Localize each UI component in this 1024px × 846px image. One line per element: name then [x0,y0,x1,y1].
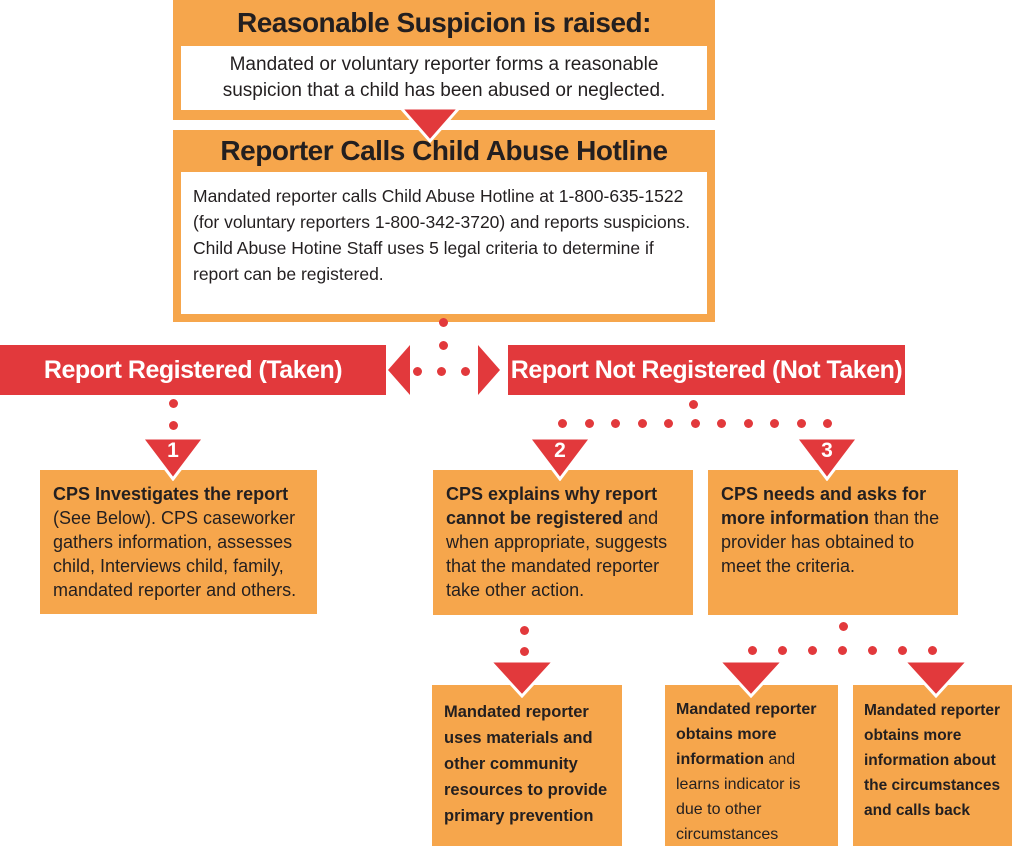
step-3-arrow: 3 [794,436,860,481]
step-2-arrow: 2 [527,436,593,481]
connector-dot [439,341,448,350]
outcome-other-circumstances-card: Mandated reporter obtains more informati… [665,685,838,846]
connector-dot [839,622,848,631]
connector-dot [169,399,178,408]
outcome-prevention-card: Mandated reporter uses materials and oth… [432,685,622,846]
arrow-right-icon [478,345,500,395]
connector-dot [169,421,178,430]
step-2-lead: CPS explains why report cannot be regist… [446,484,658,528]
step-3-lead: CPS needs and asks for more information [721,484,927,528]
hotline-title: Reporter Calls Child Abuse Hotline [220,135,668,166]
hotline-box: Reporter Calls Child Abuse Hotline Manda… [173,130,715,322]
calls-back-arrow [902,659,970,698]
suspicion-body: Mandated or voluntary reporter forms a r… [181,46,707,110]
step-2-number: 2 [554,439,566,462]
connector-dot [520,647,529,656]
step-3-number: 3 [821,439,833,462]
connector-dot [439,318,448,327]
step-1-text: (See Below). CPS caseworker gathers info… [53,508,297,600]
connector-dot [689,400,698,409]
suspicion-title: Reasonable Suspicion is raised: [237,7,651,38]
outcome-calls-back-text: Mandated reporter obtains more informati… [864,702,1001,819]
prevention-arrow [488,659,556,698]
step-1-card: CPS Investigates the report (See Below). … [40,470,317,614]
step-1-lead: CPS Investigates the report [53,484,289,504]
arrow-left-icon [388,345,410,395]
step-2-card: CPS explains why report cannot be regist… [433,470,693,615]
connector-dot [520,626,529,635]
arrow-down-icon [399,106,461,143]
other-circumstances-arrow [717,659,785,698]
step-3-text: than the provider has obtained to meet t… [721,508,940,576]
suspicion-box: Reasonable Suspicion is raised: Mandated… [173,0,715,120]
connector-dots-horizontal [413,367,470,376]
branch-registered-banner: Report Registered (Taken) [0,345,386,395]
branch-not-registered-banner: Report Not Registered (Not Taken) [508,345,905,395]
step-1-arrow: 1 [140,436,206,481]
outcome-other-circumstances-lead: Mandated reporter obtains more informati… [676,701,817,768]
step-1-number: 1 [167,439,179,462]
connector-dots-horizontal [558,419,832,428]
hotline-body: Mandated reporter calls Child Abuse Hotl… [181,172,707,314]
outcome-calls-back-card: Mandated reporter obtains more informati… [853,685,1012,846]
step-2-text: and when appropriate, suggests that the … [446,508,668,600]
step-3-card: CPS needs and asks for more information … [708,470,958,615]
connector-dots-horizontal [748,646,937,655]
outcome-other-circumstances-text: and learns indicator is due to other cir… [676,751,801,843]
outcome-prevention-text: Mandated reporter uses materials and oth… [444,703,608,825]
